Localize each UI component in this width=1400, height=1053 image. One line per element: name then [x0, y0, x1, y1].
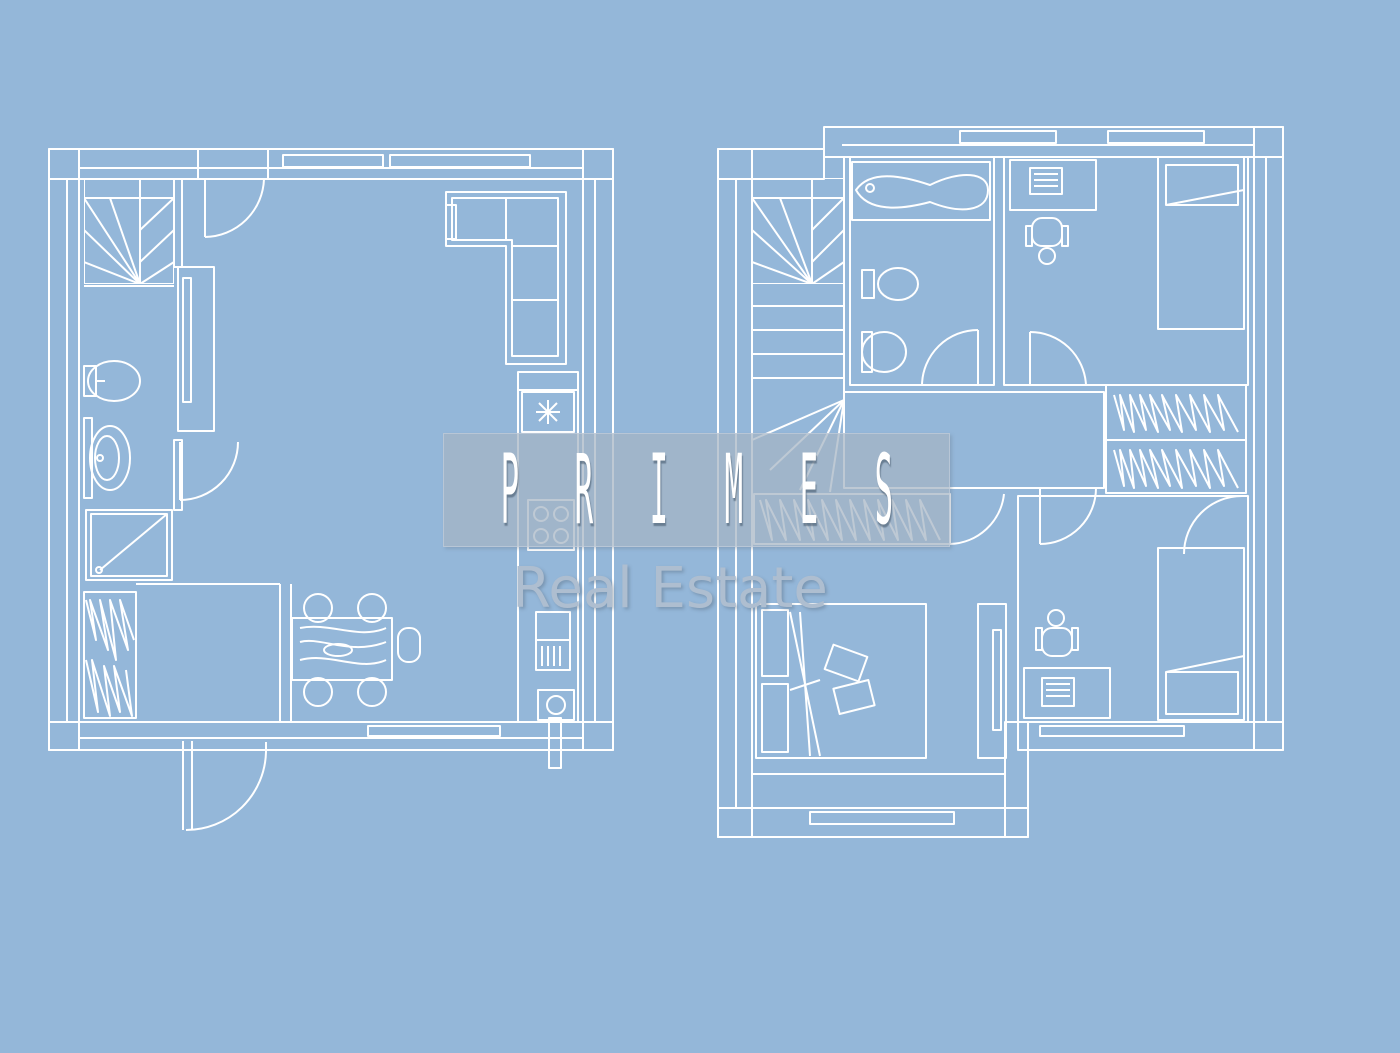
- sofa: [445, 191, 567, 365]
- watermark-letter: S: [874, 434, 893, 546]
- upper-bathroom: [849, 156, 995, 386]
- upper-bedroom-3: [1017, 495, 1249, 723]
- ground-floor-plan: [48, 148, 614, 831]
- ground-wardrobe: [83, 591, 137, 719]
- ground-bathroom: [83, 360, 239, 581]
- upper-floor-plan: [717, 126, 1284, 838]
- entry-door: [182, 178, 267, 831]
- dining-set: [291, 593, 421, 707]
- watermark-letter: R: [574, 434, 594, 546]
- upper-bedroom-2: [752, 603, 1007, 775]
- watermark-letter: P: [500, 434, 519, 546]
- watermark-letter: M: [724, 434, 744, 546]
- watermark-letter: E: [799, 434, 818, 546]
- ground-stairs: [84, 178, 174, 284]
- watermark-letter: I: [649, 434, 669, 546]
- ground-floor-walls: [48, 148, 614, 751]
- watermark-subtitle: Real Estate: [512, 556, 828, 621]
- watermark-letters: P R I M E S: [444, 434, 949, 546]
- upper-bedroom-1: [1003, 156, 1249, 386]
- upper-stairs: [752, 178, 844, 284]
- watermark-logo-box: P R I M E S: [443, 433, 950, 547]
